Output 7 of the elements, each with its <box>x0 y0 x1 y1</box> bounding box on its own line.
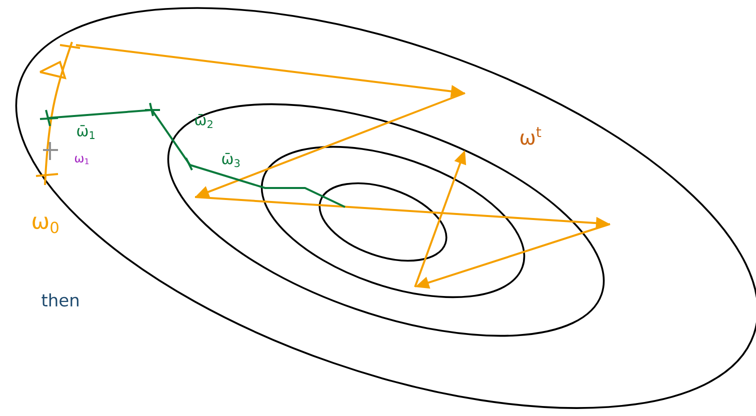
math-label: ω$_{0}$ <box>32 216 58 234</box>
math-label: ω̄$_{1}$ <box>77 125 94 139</box>
math-label: ω$^{t}$ <box>520 127 542 145</box>
math-label: ω$_{1}$ <box>74 156 89 164</box>
text-label: then <box>42 293 78 307</box>
math-label: ω̄$_{2}$ <box>195 114 212 128</box>
math-label: ω̄$_{3}$ <box>222 152 240 168</box>
